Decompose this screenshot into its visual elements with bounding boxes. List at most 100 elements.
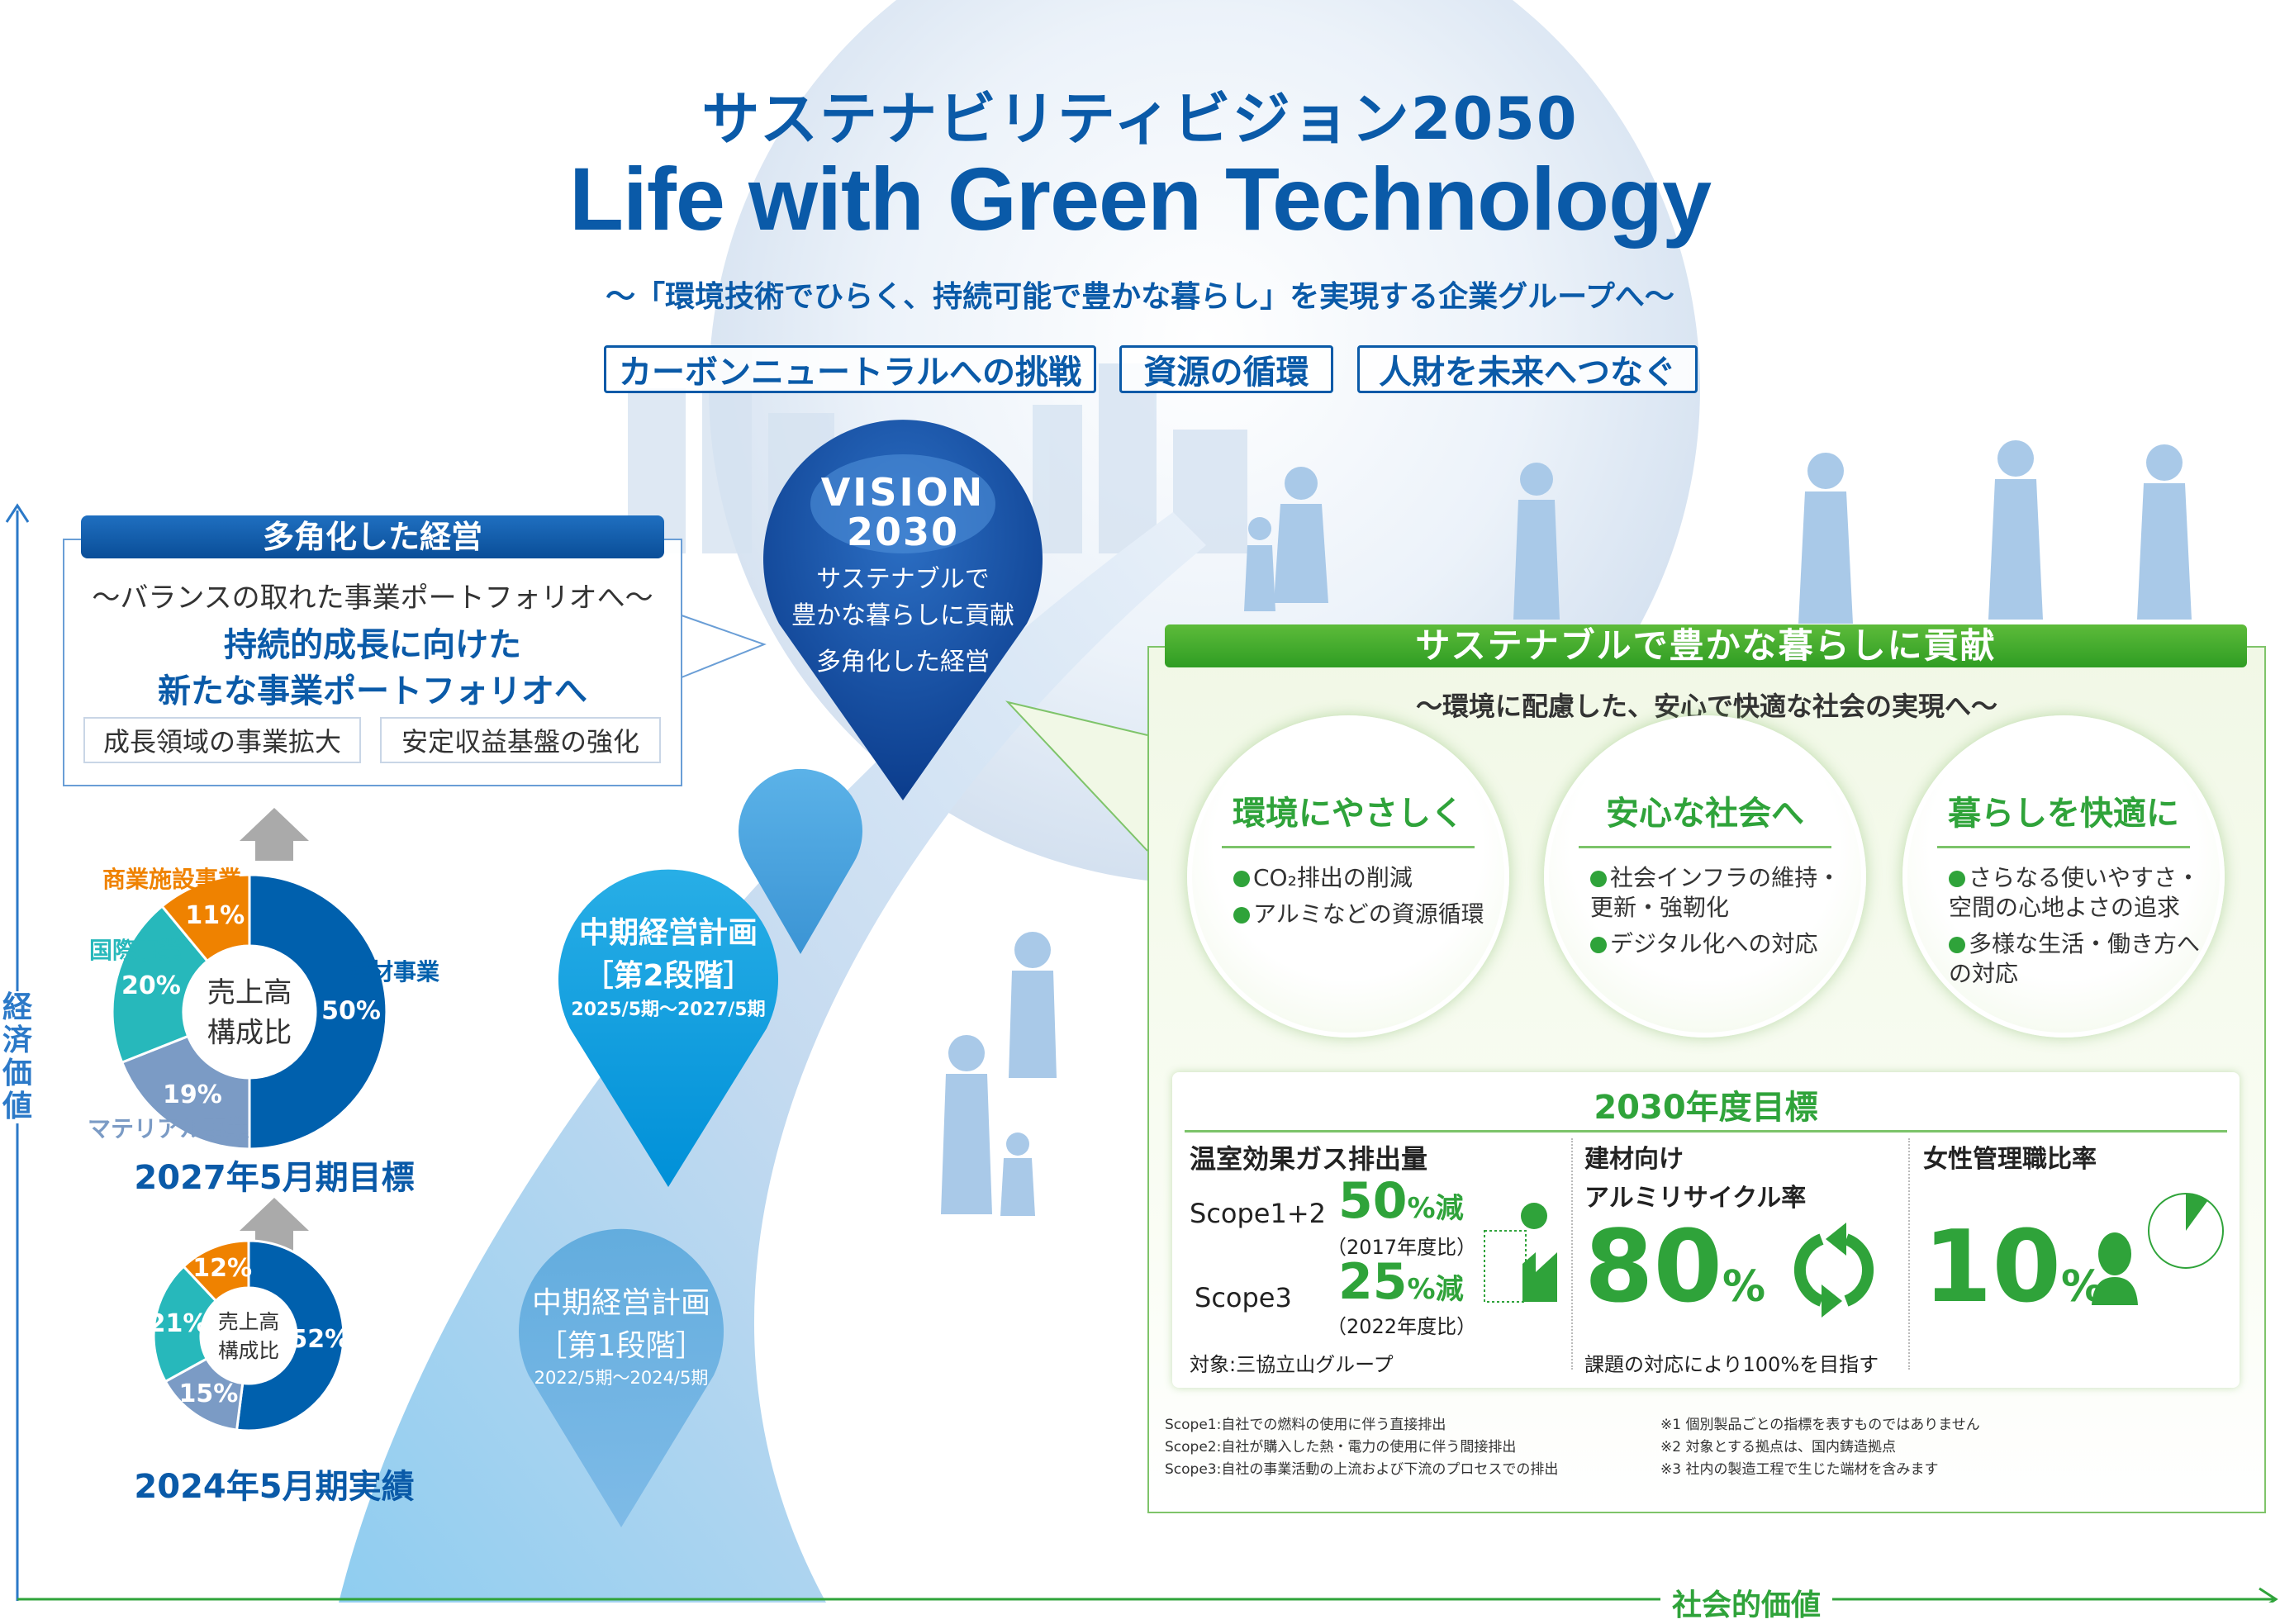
targets-title: 2030年度目標 xyxy=(1594,1089,1818,1127)
stage1-label: ［第1段階］ xyxy=(537,1329,705,1363)
vision-label: VISION xyxy=(820,470,986,515)
footnote: ※2 対象とする拠点は、国内鋳造拠点 xyxy=(1660,1439,1896,1455)
ghg-scope-note: 対象:三協立山グループ xyxy=(1190,1353,1394,1376)
women-ratio-pie xyxy=(2148,1193,2224,1269)
circle-item: 多様な生活・働き方への対応 xyxy=(1949,930,2201,987)
scope12-base: （2017年度比） xyxy=(1327,1236,1477,1259)
recycle-note: 課題の対応により100%を目指す xyxy=(1584,1353,1879,1376)
recycle-heading1: 建材向け xyxy=(1584,1145,1684,1174)
ghg-heading: 温室効果ガス排出量 xyxy=(1190,1143,1428,1175)
donut-center-label: 売上高 xyxy=(218,1309,279,1333)
donut-value-label: 15% xyxy=(178,1379,238,1408)
pin-vision-2030[interactable]: VISION 2030 サステナブルで 豊かな暮らしに貢献 多角化した経営 xyxy=(779,472,1027,677)
footnote: ※1 個別製品ごとの指標を表すものではありません xyxy=(1660,1417,1980,1433)
sustainable-contribution-title: サステナブルで豊かな暮らしに貢献 xyxy=(1165,624,2247,667)
circle-title: 暮らしを快適に xyxy=(1948,795,2179,833)
vertical-axis-arrow xyxy=(5,503,30,523)
stage2-label: ［第2段階］ xyxy=(583,959,753,993)
category-international: 国際事業 xyxy=(89,937,183,964)
scope12-label: Scope1+2 xyxy=(1190,1198,1327,1229)
footnote: Scope3:自社の事業活動の上流および下流のプロセスでの排出 xyxy=(1165,1461,1559,1478)
pin-stage2[interactable]: 中期経営計画 ［第2段階］ 2025/5期～2027/5期 xyxy=(544,909,792,1021)
vertical-axis-label: 経済価値 xyxy=(2,990,33,1123)
left-callout-pointer xyxy=(681,615,767,678)
women-ratio-slice xyxy=(2186,1194,2208,1231)
category-commercial: 商業施設事業 xyxy=(102,866,242,893)
footnote: Scope1:自社での燃料の使用に伴う直接排出 xyxy=(1165,1417,1446,1433)
donut-value-label: 52% xyxy=(290,1325,349,1354)
horizontal-axis-label: 社会的価値 xyxy=(1660,1581,1833,1624)
stage2-title: 中期経営計画 xyxy=(578,916,758,950)
pillar-carbon-neutral: カーボンニュートラルへの挑戦 xyxy=(604,345,1096,393)
pillar-human-resources: 人財を未来へつなぐ xyxy=(1357,345,1698,393)
targets-2030-box xyxy=(1172,1072,2240,1388)
category-materials: マテリアル事業 xyxy=(88,1115,249,1142)
donut-value-label: 11% xyxy=(185,901,245,930)
footnote: ※3 社内の製造工程で生じた端材を含みます xyxy=(1660,1461,1939,1478)
chart-title-2024: 2024年5月期実績 xyxy=(134,1468,415,1506)
scope3-base: （2022年度比） xyxy=(1327,1315,1477,1338)
right-callout-pointer xyxy=(1005,700,1148,852)
diversified-management-title: 多角化した経営 xyxy=(81,515,664,558)
pin-small-shape xyxy=(739,768,862,954)
bullet-icon xyxy=(1233,907,1250,924)
factory-icon xyxy=(1484,1203,1557,1303)
category-building-materials: 建材事業 xyxy=(347,958,440,985)
bullet-icon xyxy=(1590,937,1607,953)
recycle-arrows-icon xyxy=(1794,1223,1874,1318)
donut-center-label: 構成比 xyxy=(218,1339,279,1363)
circle-item: 社会インフラの維持・更新・強靭化 xyxy=(1590,864,1841,921)
donut-value-label: 50% xyxy=(321,997,381,1026)
women-managers-rate: 10% xyxy=(1923,1210,2105,1325)
pin-stage1[interactable]: 中期経営計画 ［第1段階］ 2022/5期～2024/5期 xyxy=(497,1279,745,1389)
tag-growth-expansion: 成長領域の事業拡大 xyxy=(83,717,361,763)
circle-title: 安心な社会へ xyxy=(1606,795,1804,833)
circle-title: 環境にやさしく xyxy=(1233,795,1464,833)
vision-year: 2030 xyxy=(846,510,960,554)
vision-line2: 豊かな暮らしに貢献 xyxy=(791,601,1014,630)
scope3-label: Scope3 xyxy=(1195,1282,1292,1313)
donut-slice-2 xyxy=(111,904,210,1065)
footnote: Scope2:自社が購入した熱・電力の使用に伴う間接排出 xyxy=(1165,1439,1517,1455)
bullet-icon xyxy=(1590,871,1607,887)
slogan: Life with Green Technology xyxy=(568,149,1712,249)
stage1-period: 2022/5期～2024/5期 xyxy=(534,1368,709,1388)
recycle-rate: 80% xyxy=(1584,1210,1766,1325)
notes: ※1 個別製品ごとの指標を表すものではありません ※2 対象とする拠点は、国内鋳… xyxy=(1660,1414,1980,1481)
donut-center-label: 構成比 xyxy=(207,1017,292,1050)
donut-slice-0 xyxy=(248,873,388,1151)
portfolio-line3: 新たな事業ポートフォリオへ xyxy=(158,672,587,710)
donut-slice-1 xyxy=(120,1034,251,1151)
circle-environment: 環境にやさしく CO₂排出の削減 アルミなどの資源循環 xyxy=(1187,715,1509,1038)
pillar-resource-circulation: 資源の循環 xyxy=(1119,345,1333,393)
vision-title: サステナビリティビジョン2050 xyxy=(701,85,1579,153)
donut-center-label: 売上高 xyxy=(207,976,292,1009)
pin-stage1-shape xyxy=(519,1228,724,1527)
up-arrow-icon xyxy=(240,808,309,861)
donut-value-label: 19% xyxy=(163,1080,222,1109)
bullet-icon xyxy=(1949,937,1965,953)
circle-item: デジタル化への対応 xyxy=(1610,930,1818,957)
woman-icon xyxy=(2092,1232,2138,1305)
chart-title-2027: 2027年5月期目標 xyxy=(134,1159,415,1197)
circle-item: アルミなどの資源循環 xyxy=(1253,900,1484,928)
circle-safe-society: 安心な社会へ 社会インフラの維持・更新・強靭化 デジタル化への対応 xyxy=(1544,715,1866,1038)
circle-item: さらなる使いやすさ・空間の心地よさの追求 xyxy=(1949,864,2201,921)
women-managers-heading: 女性管理職比率 xyxy=(1923,1145,2097,1174)
donut-value-label: 12% xyxy=(192,1254,252,1283)
donut-slice-0 xyxy=(235,1239,345,1432)
stage2-period: 2025/5期～2027/5期 xyxy=(571,1000,766,1020)
donut-slice-3 xyxy=(182,1239,250,1303)
scope-footnotes: Scope1:自社での燃料の使用に伴う直接排出 Scope2:自社が購入した熱・… xyxy=(1165,1414,1558,1481)
scope12-value: 50%減 xyxy=(1338,1172,1464,1230)
vision-line3: 多角化した経営 xyxy=(816,648,990,677)
bullet-icon xyxy=(1233,871,1250,887)
recycle-heading2: アルミリサイクル率 xyxy=(1584,1184,1807,1213)
donut-slice-3 xyxy=(160,873,251,963)
circle-item: CO₂排出の削減 xyxy=(1253,864,1413,891)
bullet-icon xyxy=(1949,871,1965,887)
donut-value-label: 21% xyxy=(150,1309,207,1338)
horizontal-axis-arrow xyxy=(2259,1587,2278,1603)
